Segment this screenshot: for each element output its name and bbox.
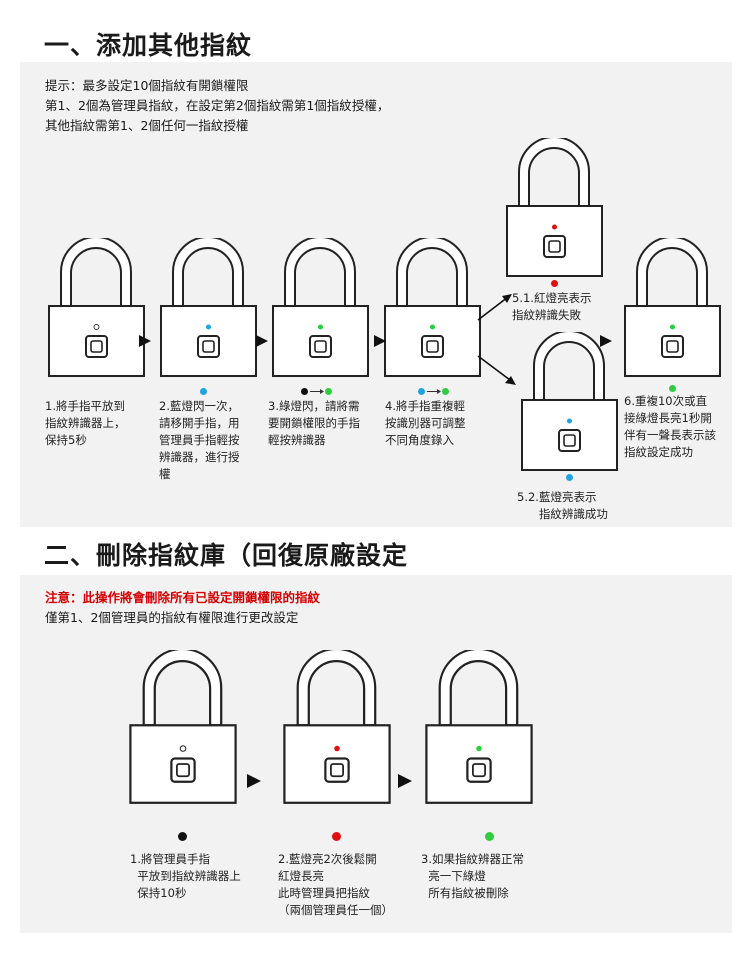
section2-title: 二、刪除指紋庫（回復原廠設定: [44, 541, 409, 570]
section2-note: 僅第1、2個管理員的指紋有權限進行更改設定: [45, 610, 299, 625]
step-1-caption: 1.將手指平放到 指紋辨識器上， 保持5秒: [45, 399, 126, 447]
step-6-caption: 6.重複10次或直 接綠燈長亮1秒開 伴有一聲長表示該 指紋設定成功: [624, 394, 716, 459]
green-light-indicator: [485, 832, 494, 841]
reset-step-1-caption: 1.將管理員手指 平放到指紋辨識器上 保持10秒: [130, 852, 241, 900]
arrow-down-right-icon: [477, 355, 516, 385]
lock-step-2: [160, 238, 257, 378]
lock-step-3: [272, 238, 369, 378]
lock-reset-step-1: [129, 650, 237, 805]
red-light-indicator: [551, 280, 558, 287]
section1-note-2: 第1、2個為管理員指紋，在設定第2個指紋需第1個指紋授權，: [45, 98, 390, 113]
lock-reset-step-3: [425, 650, 533, 805]
reset-step-2-caption: 2.藍燈亮2次後鬆開 紅燈長亮 此時管理員把指紋 （兩個管理員任一個）: [278, 852, 393, 917]
flash-arrow-icon: [427, 389, 441, 394]
arrow-right-icon: [374, 335, 386, 347]
blue-light-indicator: [418, 388, 425, 395]
black-light-indicator: [301, 388, 308, 395]
arrow-right-icon: [247, 774, 261, 788]
section1-title: 一、添加其他指紋: [44, 31, 253, 60]
lock-step-5-2: [521, 332, 618, 472]
flash-arrow-icon: [310, 389, 324, 394]
section1-note-3: 其他指紋需第1、2個任何一指紋授權: [45, 118, 249, 133]
green-light-indicator: [325, 388, 332, 395]
arrow-right-icon: [139, 335, 151, 347]
blue-light-indicator: [566, 474, 573, 481]
lock-step-6: [624, 238, 721, 378]
red-light-indicator: [332, 832, 341, 841]
section2-warning: 注意：此操作將會刪除所有已設定開鎖權限的指紋: [45, 590, 321, 605]
green-light-indicator: [669, 385, 676, 392]
lock-reset-step-2: [283, 650, 391, 805]
step-4-caption: 4.將手指重複輕 按識別器可調整 不同角度錄入: [385, 399, 466, 447]
arrow-right-icon: [256, 335, 268, 347]
lock-step-5-1: [506, 138, 603, 278]
blue-light-indicator: [200, 388, 207, 395]
black-light-indicator: [178, 832, 187, 841]
lock-step-4: [384, 238, 481, 378]
arrow-up-right-icon: [477, 294, 512, 321]
step-3-caption: 3.綠燈閃，請將需 要開鎖權限的手指 輕按辨識器: [268, 399, 360, 447]
section1-note-1: 提示：最多設定10個指紋有開鎖權限: [45, 78, 249, 93]
arrow-right-icon: [398, 774, 412, 788]
reset-step-3-caption: 3.如果指紋辨器正常 亮一下綠燈 所有指紋被刪除: [421, 852, 524, 900]
lock-step-1: [48, 238, 145, 378]
step-5-2-caption: 5.2.藍燈亮表示 指紋辨識成功: [517, 490, 608, 521]
green-light-indicator: [442, 388, 449, 395]
step-5-1-caption: 5.1.紅燈亮表示 指紋辨識失敗: [512, 291, 592, 322]
arrow-right-icon: [600, 335, 612, 347]
step-2-caption: 2.藍燈閃一次， 請移開手指，用 管理員手指輕按 辨識器，進行授 權: [159, 399, 240, 481]
